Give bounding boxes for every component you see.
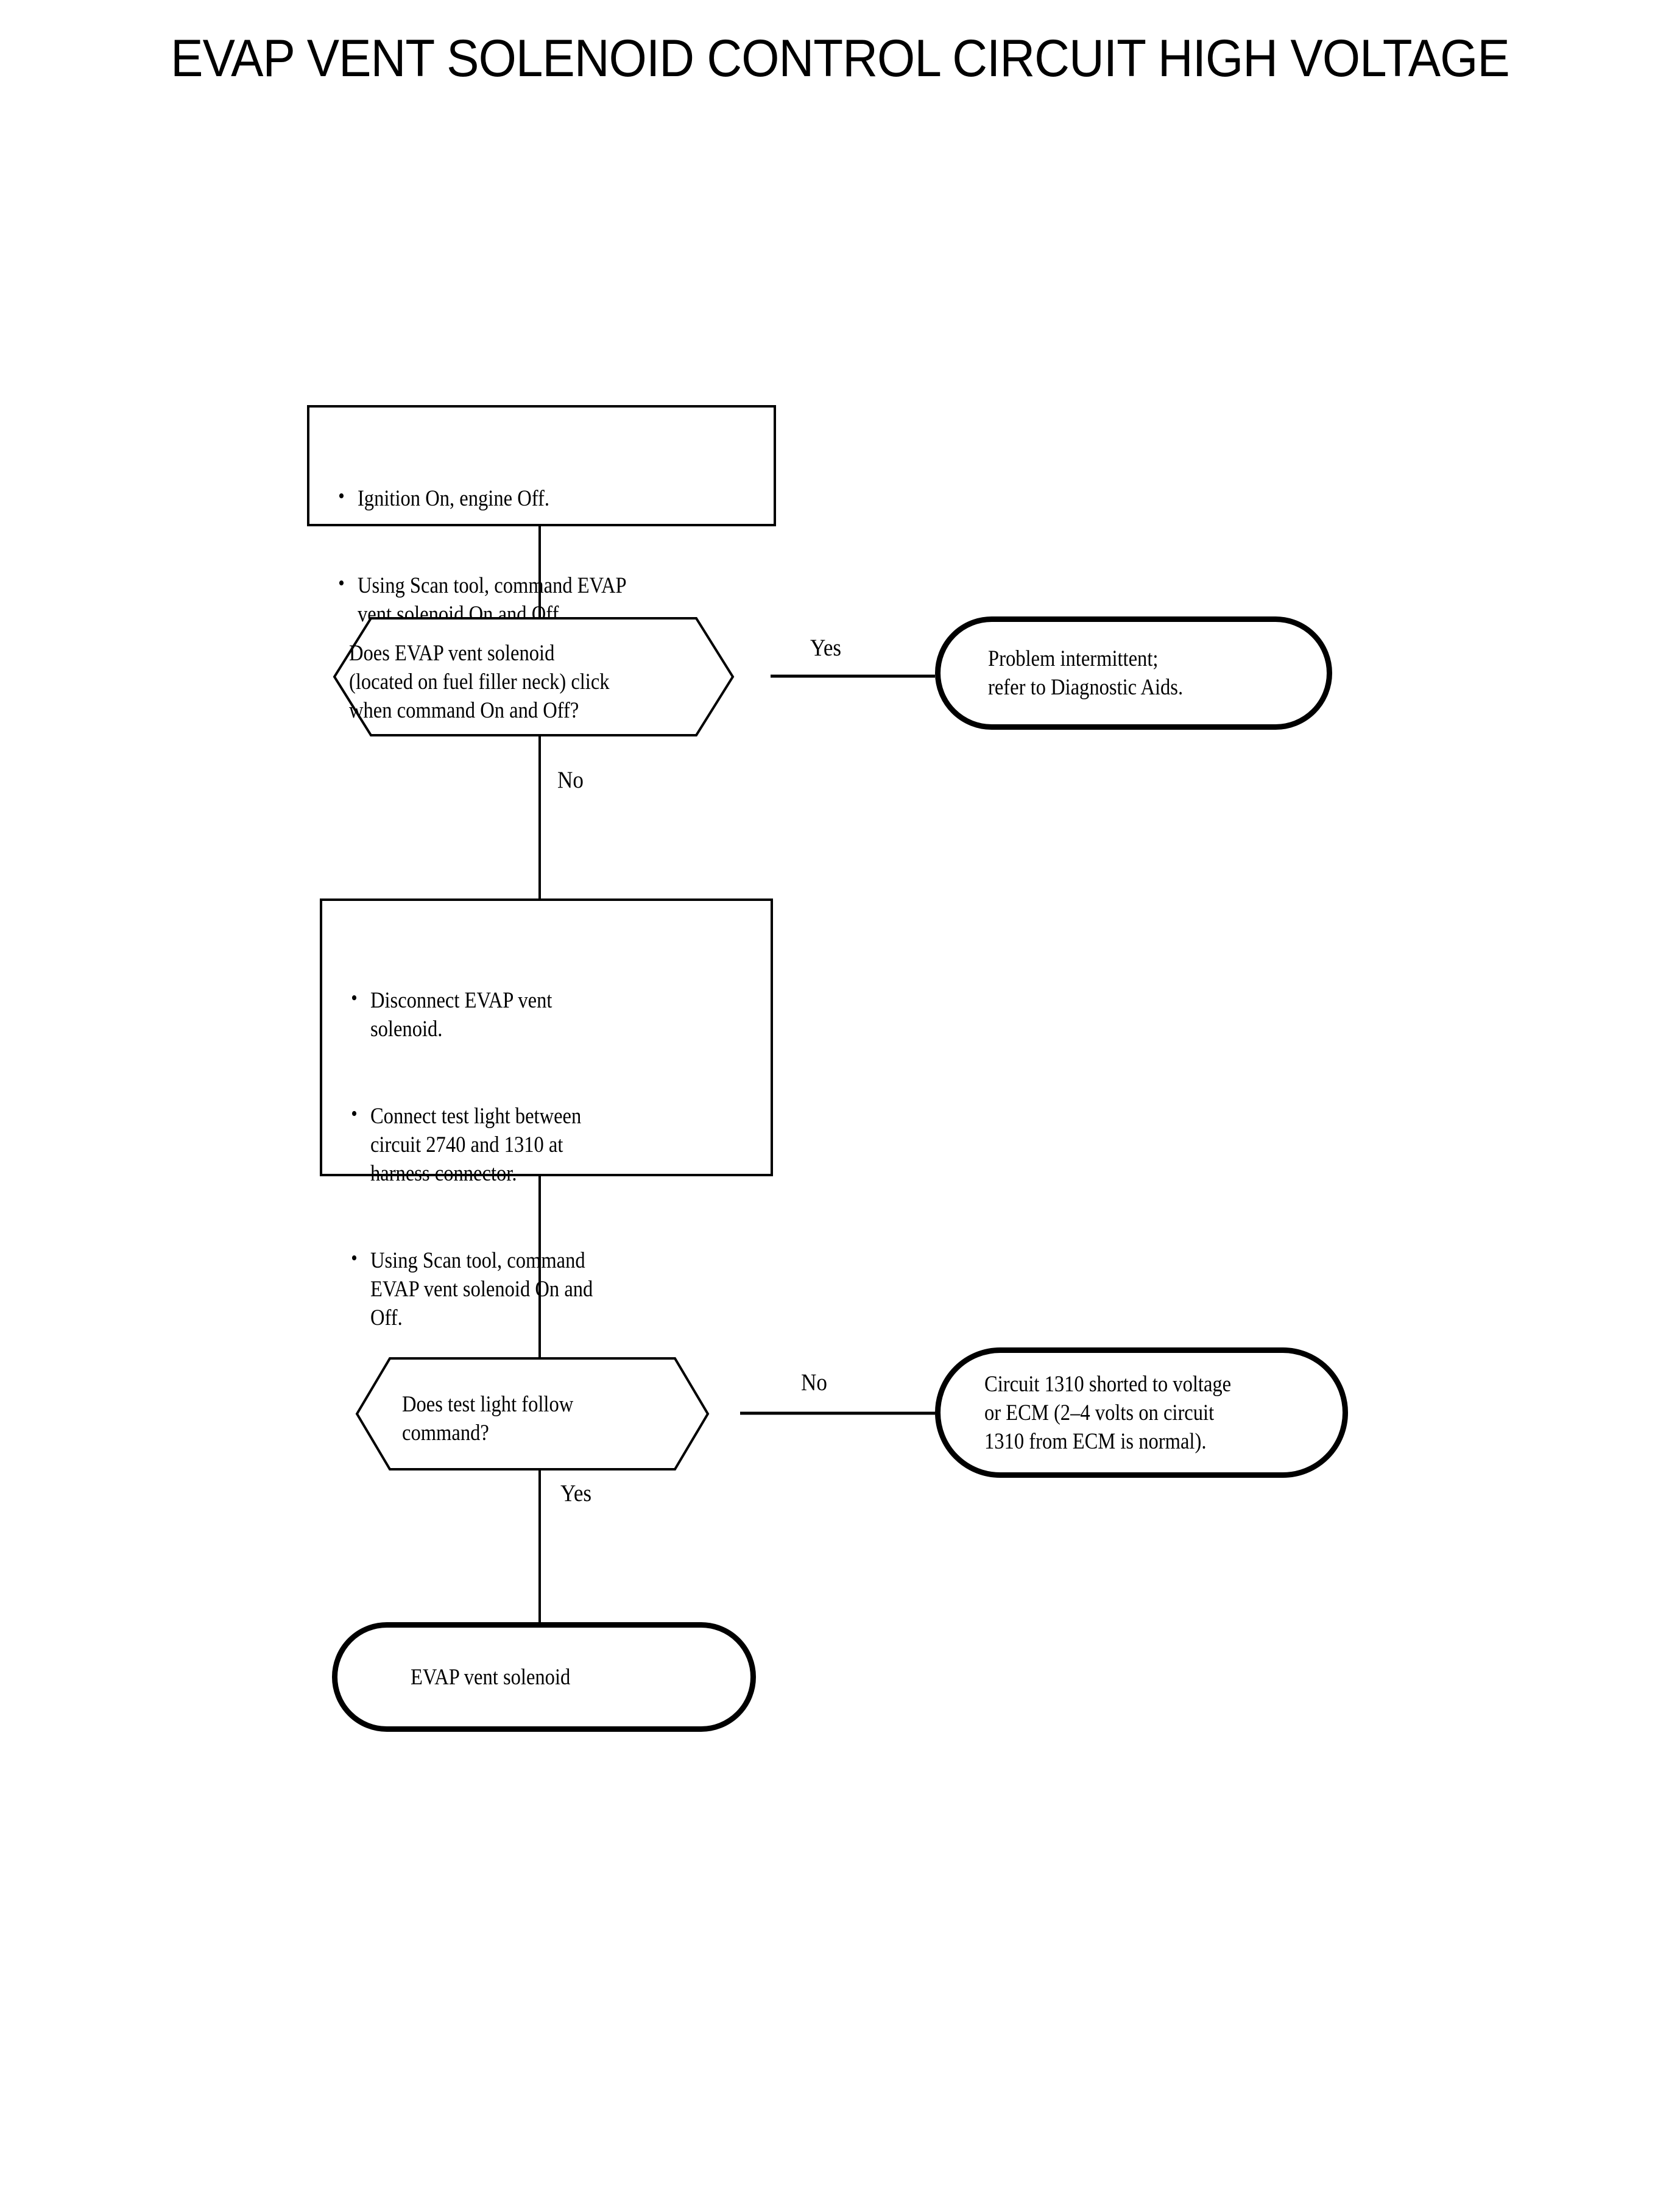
terminal-evap-vent-solenoid: EVAP vent solenoid bbox=[332, 1622, 756, 1732]
branch-label-click-no: No bbox=[557, 767, 584, 793]
bullet-item: Disconnect EVAP vent solenoid. bbox=[348, 984, 788, 1043]
hexagon-outline bbox=[333, 617, 735, 736]
terminal-label: Circuit 1310 shorted to voltage or ECM (… bbox=[984, 1371, 1232, 1454]
terminal-label: EVAP vent solenoid bbox=[411, 1664, 571, 1690]
terminal-circuit-shorted: Circuit 1310 shorted to voltage or ECM (… bbox=[935, 1347, 1348, 1478]
process-box-disconnect: Disconnect EVAP vent solenoid. Connect t… bbox=[320, 898, 773, 1330]
hexagon-outline bbox=[355, 1357, 710, 1470]
branch-label-testlight-yes: Yes bbox=[560, 1480, 592, 1506]
decision-label: Does test light follow command? bbox=[402, 1392, 574, 1446]
bullet-item: Ignition On, engine Off. bbox=[335, 482, 796, 513]
page-title: EVAP VENT SOLENOID CONTROL CIRCUIT HIGH … bbox=[171, 29, 1510, 88]
decision-label: Does EVAP vent solenoid (located on fuel… bbox=[349, 641, 610, 723]
branch-label-click-yes: Yes bbox=[810, 635, 842, 661]
bullet-item: Connect test light between circuit 2740 … bbox=[348, 1100, 788, 1188]
terminal-label: Problem intermittent; refer to Diagnosti… bbox=[988, 646, 1184, 700]
branch-label-testlight-no: No bbox=[801, 1369, 827, 1396]
bullet-item: Using Scan tool, command EVAP vent solen… bbox=[348, 1244, 788, 1332]
process-box-ignition: Ignition On, engine Off. Using Scan tool… bbox=[307, 405, 776, 627]
decision-test-light-follow: Does test light follow command? bbox=[323, 1357, 742, 1470]
decision-solenoid-click: Does EVAP vent solenoid (located on fuel… bbox=[295, 617, 772, 736]
terminal-problem-intermittent: Problem intermittent; refer to Diagnosti… bbox=[935, 616, 1332, 730]
